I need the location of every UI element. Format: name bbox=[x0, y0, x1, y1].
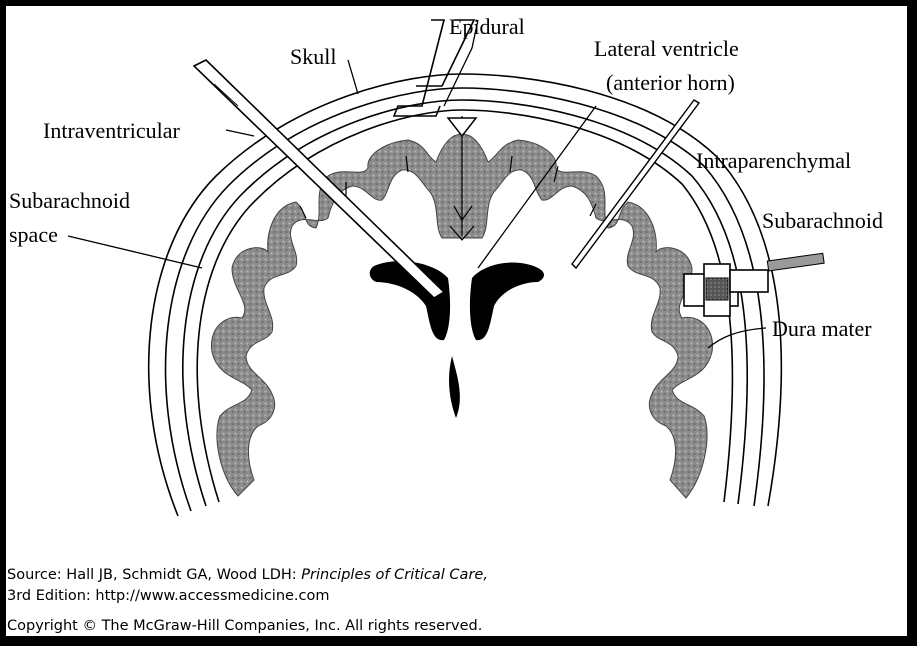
source-book-title: Principles of Critical Care, bbox=[301, 567, 488, 583]
leader-intraventricular bbox=[226, 130, 254, 136]
third-ventricle bbox=[449, 356, 460, 418]
label-intraparenchymal: Intraparenchymal bbox=[696, 148, 851, 173]
source-prefix: Source: Hall JB, Schmidt GA, Wood LDH: bbox=[7, 567, 301, 583]
falx bbox=[448, 118, 476, 136]
label-dura-mater: Dura mater bbox=[772, 316, 872, 341]
right-ventricle bbox=[470, 263, 544, 341]
leader-subarachnoid-space bbox=[68, 236, 202, 268]
leader-skull bbox=[348, 60, 358, 94]
label-skull: Skull bbox=[290, 44, 336, 69]
brain-monitoring-diagram: Epidural Skull Lateral ventricle (anteri… bbox=[6, 6, 907, 566]
intraventricular-catheter bbox=[194, 60, 444, 298]
subarachnoid-bolt bbox=[684, 253, 824, 316]
leader-dura-mater bbox=[708, 328, 766, 348]
label-subarachnoid-space-line2: space bbox=[9, 222, 58, 247]
label-lateral-ventricle-line1: Lateral ventricle bbox=[594, 36, 739, 61]
source-line-1: Source: Hall JB, Schmidt GA, Wood LDH: P… bbox=[7, 565, 488, 585]
figure-frame: Epidural Skull Lateral ventricle (anteri… bbox=[6, 6, 907, 636]
label-intraventricular: Intraventricular bbox=[43, 118, 180, 143]
label-subarachnoid-probe: Subarachnoid bbox=[762, 208, 883, 233]
lateral-ventricles bbox=[370, 261, 544, 418]
label-subarachnoid-space-line1: Subarachnoid bbox=[9, 188, 130, 213]
source-line-2: 3rd Edition: http://www.accessmedicine.c… bbox=[7, 586, 330, 606]
label-epidural: Epidural bbox=[449, 14, 525, 39]
copyright-line: Copyright © The McGraw-Hill Companies, I… bbox=[7, 616, 482, 636]
label-lateral-ventricle-line2: (anterior horn) bbox=[606, 70, 735, 95]
